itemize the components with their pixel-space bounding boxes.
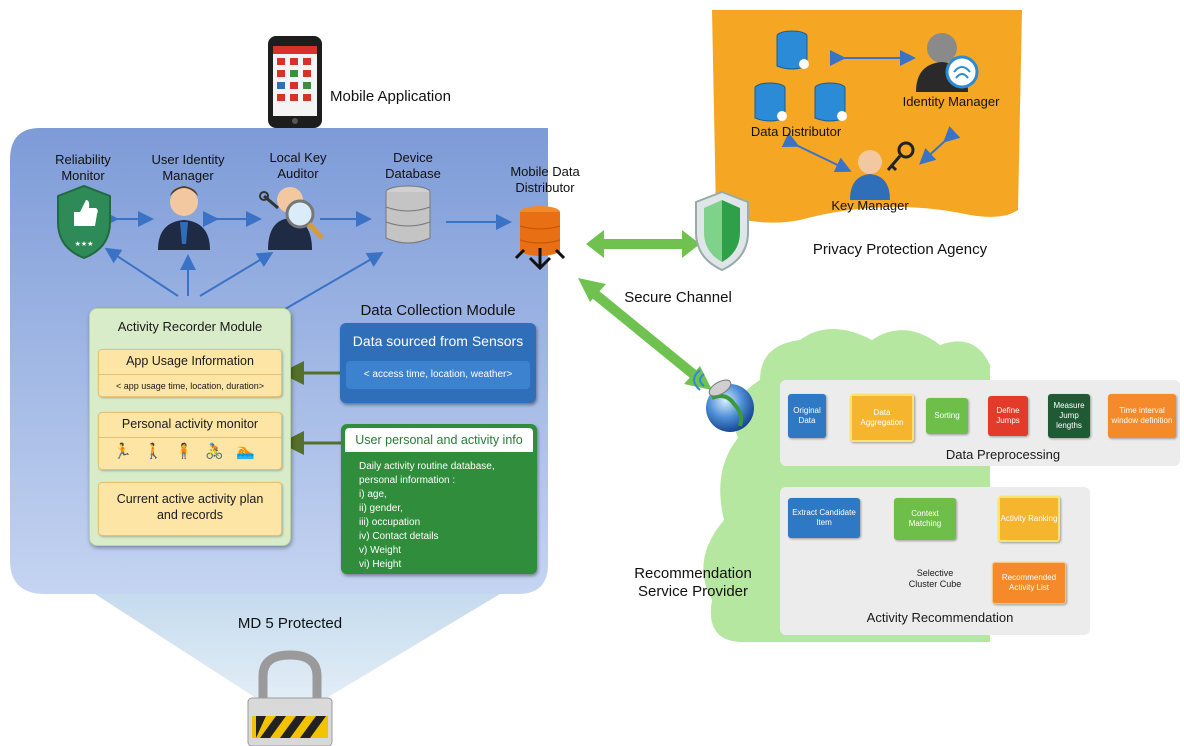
mobile-distributor-icon xyxy=(514,206,566,271)
mobile-data-distributor-label: Mobile Data Distributor xyxy=(510,164,580,195)
personal-info-intro: Daily activity routine database, persona… xyxy=(359,461,495,486)
standing-icon: 🧍 xyxy=(174,443,206,460)
personal-item: iii) occupation xyxy=(359,517,421,528)
sensors-details: < access time, location, weather> xyxy=(346,361,530,389)
recommendation-title: Activity Recommendation xyxy=(866,610,1014,625)
arrow-recorder-db xyxy=(279,251,384,313)
secure-channel-arrow-horizontal xyxy=(586,230,700,258)
personal-monitor-heading: Personal activity monitor xyxy=(121,417,259,431)
personal-item: vi) Height xyxy=(359,559,402,570)
current-plan-box: Current active activity plan and records xyxy=(98,482,282,536)
satellite-globe-icon xyxy=(693,369,754,432)
reliability-shield-icon: ★★★ xyxy=(57,184,111,260)
key-manager-label: Key Manager xyxy=(831,198,909,213)
smartphone-icon xyxy=(268,36,322,128)
walking-icon: 🚶 xyxy=(143,443,175,460)
step-time-interval-window: Time interval window definition xyxy=(1108,394,1176,438)
secure-channel-label: Secure Channel xyxy=(624,289,732,306)
padlock-icon xyxy=(247,650,333,746)
personal-info-box: User personal and activity info Daily ac… xyxy=(341,424,537,574)
step-original-data: Original Data xyxy=(788,394,826,438)
personal-item: i) age, xyxy=(359,489,387,500)
app-usage-details: < app usage time, location, duration> xyxy=(99,374,281,391)
secure-channel-arrow-diagonal xyxy=(578,278,712,390)
user-identity-manager-label: User Identity Manager xyxy=(151,152,225,183)
identity-manager-label: Identity Manager xyxy=(902,94,1000,109)
activity-recorder-module: Activity Recorder Module App Usage Infor… xyxy=(89,308,291,546)
data-distributor-label: Data Distributor xyxy=(750,124,842,139)
local-key-auditor-label: Local Key Auditor xyxy=(269,150,327,181)
sensors-heading: Data sourced from Sensors xyxy=(352,333,524,349)
app-usage-heading: App Usage Information xyxy=(126,354,254,368)
security-shield-icon xyxy=(695,190,749,272)
personal-info-heading: User personal and activity info xyxy=(345,428,533,452)
recommendation-provider-label: Recommendation Service Provider xyxy=(634,565,752,600)
reliability-monitor-label: Reliability Monitor xyxy=(55,152,111,183)
current-plan-text: Current active activity plan and records xyxy=(116,492,264,522)
preprocessing-title: Data Preprocessing xyxy=(945,447,1061,462)
device-database-icon xyxy=(385,185,431,244)
cycling-icon: 🚴 xyxy=(205,443,237,460)
svg-text:★★★: ★★★ xyxy=(75,240,94,248)
key-auditor-icon xyxy=(259,187,324,250)
arrow-recorder-reliability xyxy=(104,247,179,297)
md5-protected-label: MD 5 Protected xyxy=(237,615,343,632)
device-database-label: Device Database xyxy=(385,150,441,181)
personal-item: iv) Contact details xyxy=(359,531,439,542)
step-measure-jump-lengths: Measure Jump lengths xyxy=(1048,394,1090,438)
step-define-jumps: Define Jumps xyxy=(988,396,1028,436)
key-manager-icon xyxy=(850,141,915,200)
sensors-box: Data sourced from Sensors < access time,… xyxy=(340,323,536,403)
step-data-aggregation: Data Aggregation xyxy=(850,394,914,442)
personal-item: ii) gender, xyxy=(359,503,403,514)
personal-monitor-box: Personal activity monitor 🏃🚶🧍🚴🏊 xyxy=(98,412,282,470)
personal-item: v) Weight xyxy=(359,545,402,556)
extract-candidate-box: Extract Candidate Item xyxy=(788,498,860,538)
arrow-recorder-keyauditor xyxy=(199,251,274,297)
context-matching-box: Context Matching xyxy=(894,498,956,540)
activity-icons-row: 🏃🚶🧍🚴🏊 xyxy=(99,437,281,460)
activity-ranking-box: Activity Ranking xyxy=(998,496,1060,542)
mobile-application-label: Mobile Application xyxy=(330,88,451,105)
identity-manager-icon xyxy=(916,33,979,92)
data-collection-title: Data Collection Module xyxy=(360,302,516,319)
distributor-databases-icon xyxy=(754,30,847,122)
recorder-title: Activity Recorder Module xyxy=(117,319,263,334)
arrow-distributor-key xyxy=(781,132,852,173)
app-usage-box: App Usage Information < app usage time, … xyxy=(98,349,282,397)
step-sorting: Sorting xyxy=(926,398,968,434)
running-icon: 🏃 xyxy=(113,443,144,460)
privacy-agency-title: Privacy Protection Agency xyxy=(812,241,988,258)
personal-info-body: Daily activity routine database, persona… xyxy=(359,460,529,572)
swimming-icon: 🏊 xyxy=(236,443,267,460)
user-manager-icon xyxy=(158,186,210,250)
arrow-identity-key xyxy=(919,125,961,165)
recommended-list-box: Recommended Activity List xyxy=(992,562,1066,604)
cluster-cube-label: Selective Cluster Cube xyxy=(908,568,962,589)
